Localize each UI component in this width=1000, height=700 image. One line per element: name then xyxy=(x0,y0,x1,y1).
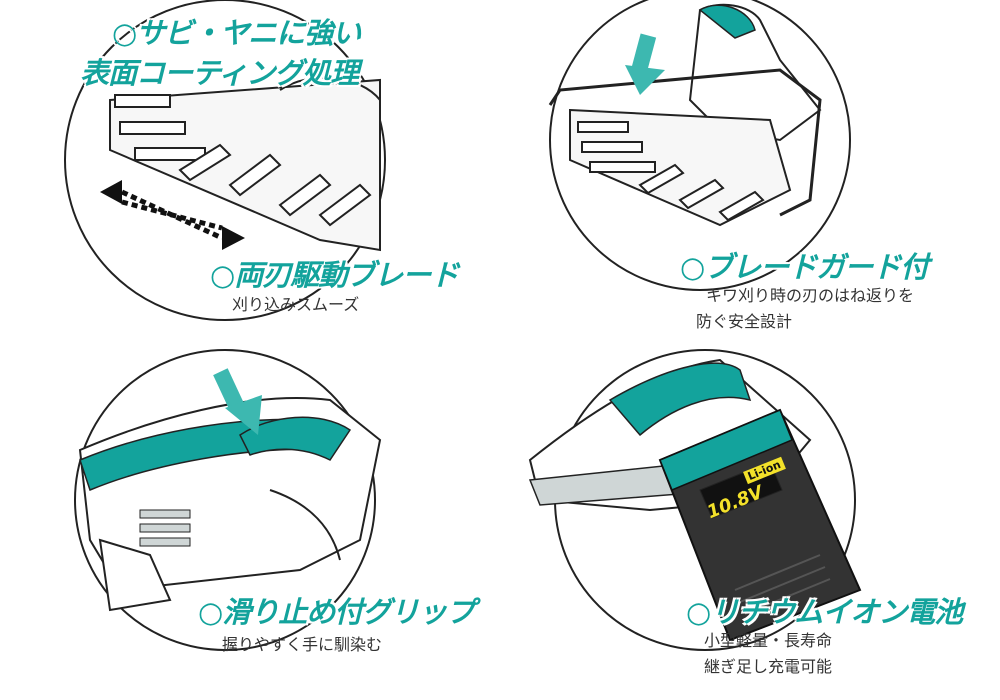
feature-title-blade-guard: ○ブレードガード付 xyxy=(680,250,929,284)
guard-illustration xyxy=(548,0,851,291)
grip-illustration xyxy=(74,349,382,651)
double-arrow-icon xyxy=(100,180,245,250)
feature-title-double-blade: ○両刃駆動ブレード xyxy=(210,258,459,292)
feature-desc-double-blade: 刈り込みスムーズ xyxy=(232,295,360,314)
battery-illustration xyxy=(528,349,862,651)
feature-desc-battery-2: 継ぎ足し充電可能 xyxy=(704,657,833,676)
feature-title-coating-2: 表面コーティング処理 xyxy=(80,56,359,90)
feature-panel-grip: ○滑り止め付グリップ 握りやすく手に馴染む xyxy=(0,340,500,700)
feature-desc-guard-1: キワ刈り時の刃のはね返りを xyxy=(706,286,915,305)
feature-panel-battery: 10.8V Li-ion ○リチウムイオン電池 小型軽量・長寿命 継ぎ足し充電可… xyxy=(520,340,1000,700)
down-arrow-icon xyxy=(213,368,262,435)
feature-desc-grip: 握りやすく手に馴染む xyxy=(222,635,383,654)
feature-title-battery: ○リチウムイオン電池 xyxy=(686,595,963,629)
feature-panel-blade: ○サビ・ヤニに強い 表面コーティング処理 ○両刃駆動ブレード 刈り込みスムーズ xyxy=(0,0,500,340)
feature-title-grip: ○滑り止め付グリップ xyxy=(198,595,475,629)
feature-title-coating-1: ○サビ・ヤニに強い xyxy=(112,16,361,50)
blade-illustration xyxy=(64,0,386,321)
feature-desc-guard-2: 防ぐ安全設計 xyxy=(696,312,793,331)
feature-panel-guard: ○ブレードガード付 キワ刈り時の刃のはね返りを 防ぐ安全設計 xyxy=(520,0,1000,340)
feature-desc-battery-1: 小型軽量・長寿命 xyxy=(704,631,833,650)
down-arrow-icon xyxy=(625,33,665,95)
